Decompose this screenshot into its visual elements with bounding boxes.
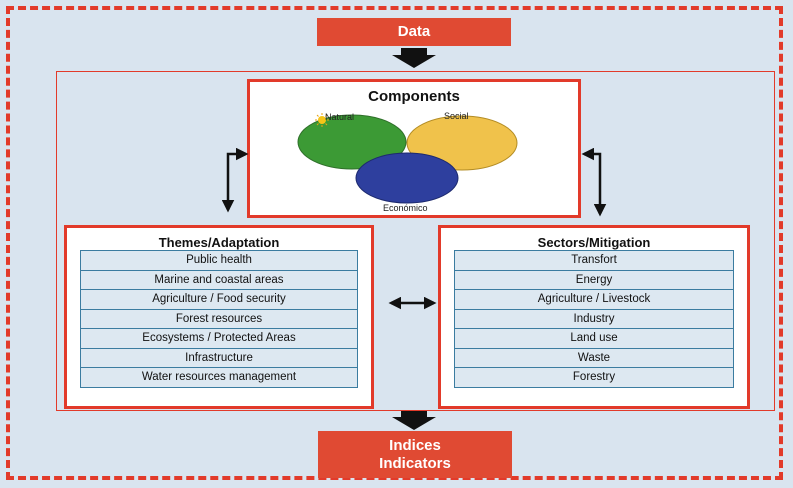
list-item: Infrastructure [81, 348, 357, 368]
natural-circle [297, 114, 407, 170]
economic-circle [355, 152, 459, 204]
down-arrow-icon [392, 48, 436, 68]
list-item: Forest resources [81, 309, 357, 329]
themes-panel: Themes/Adaptation Public health Marine a… [64, 225, 374, 409]
list-item: Agriculture / Food security [81, 290, 357, 310]
sectors-list: Transfort Energy Agriculture / Livestock… [454, 250, 734, 388]
outer-dashed-border [6, 6, 783, 480]
indicators-label: Indicators [379, 455, 451, 472]
venn-diagram [297, 113, 518, 204]
list-item: Ecosystems / Protected Areas [81, 329, 357, 349]
indices-box: Indices Indicators [318, 431, 512, 478]
natural-label: Natural [325, 112, 355, 122]
list-item: Agriculture / Livestock [455, 290, 733, 310]
list-item: Land use [455, 329, 733, 349]
list-item: Industry [455, 309, 733, 329]
social-label: Social [444, 111, 469, 121]
right-bidirectional-arrow-icon [581, 147, 607, 217]
sun-icon [315, 113, 329, 127]
list-item: Waste [455, 348, 733, 368]
list-item: Forestry [455, 368, 733, 387]
process-frame [56, 71, 775, 411]
economic-label: Económico [383, 203, 428, 213]
list-item: Transfort [455, 251, 733, 271]
list-item: Public health [81, 251, 357, 271]
list-item: Marine and coastal areas [81, 270, 357, 290]
components-panel: Components Natural Social Económico [247, 79, 581, 218]
list-item: Water resources management [81, 368, 357, 387]
themes-title: Themes/Adaptation [158, 235, 280, 250]
down-arrow-icon [392, 411, 436, 430]
components-title: Components [368, 88, 460, 105]
indices-label: Indices [389, 437, 441, 454]
sectors-panel: Sectors/Mitigation Transfort Energy Agri… [438, 225, 750, 409]
left-bidirectional-arrow-icon [221, 147, 249, 213]
sectors-title: Sectors/Mitigation [537, 235, 651, 250]
themes-list: Public health Marine and coastal areas A… [80, 250, 358, 388]
data-box: Data [317, 18, 511, 46]
list-item: Energy [455, 270, 733, 290]
